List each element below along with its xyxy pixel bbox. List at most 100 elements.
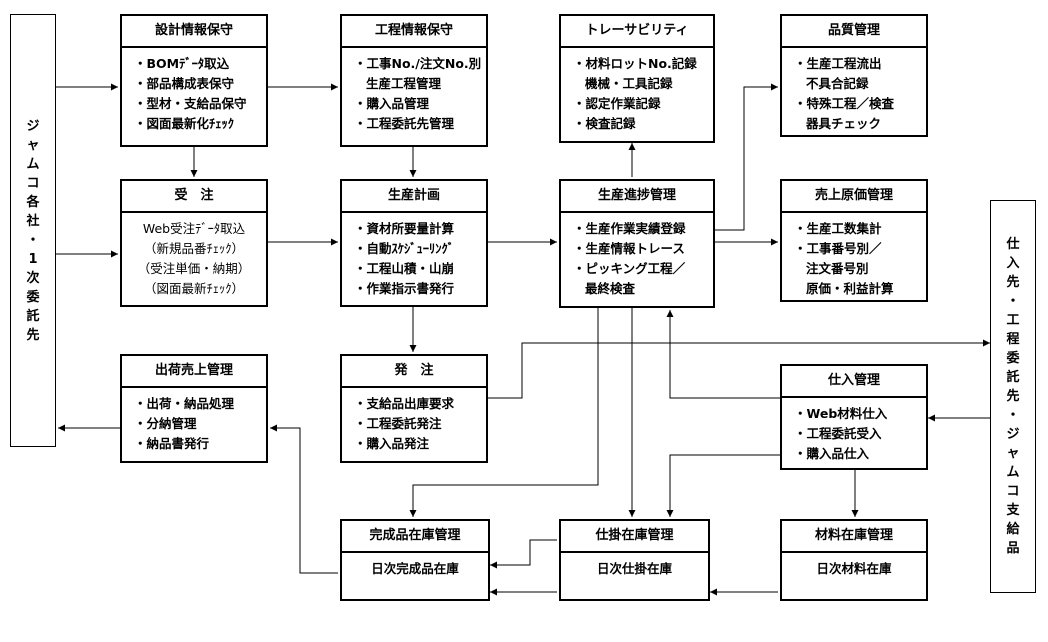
arrow-progress-to-finished [409,308,599,517]
list-item: ・工程委託先管理 [354,116,455,131]
list-item: ・部品構成表保守 [134,76,235,91]
vertical-label-char: ャ [26,137,40,153]
design-info-box: 設計情報保守 ・BOMﾃﾞｰﾀ取込 ・部品構成表保守 ・型材・支給品保守 ・図面… [120,14,268,147]
shipping-box: 出荷売上管理 ・出荷・納品処理 ・分納管理 ・納品書発行 [120,354,268,463]
purchase-order-title: 発 注 [342,356,486,388]
list-item: ・生産作業実績登録 [573,221,686,236]
vertical-label-char: コ [26,175,40,191]
material-stock-title: 材料在庫管理 [782,521,926,553]
purchase-order-box: 発 注 ・支給品出庫要求 ・工程委託発注 ・購入品発注 [340,354,488,463]
vertical-label-char: 委 [26,289,40,305]
list-item: ・納品書発行 [134,436,210,451]
production-plan-items: ・資材所要量計算 ・自動ｽｹｼﾞｭｰﾘﾝｸﾞ ・工程山積・山崩 ・作業指示書発行 [342,213,486,299]
finished-stock-items: 日次完成品在庫 [342,553,488,579]
list-item: 器具チェック [806,116,882,131]
vertical-label-char: 社 [26,213,40,229]
vertical-label-char: 程 [1006,332,1020,347]
process-info-box: 工程情報保守 ・工事No./注文No.別 生産工程管理 ・購入品管理 ・工程委託… [340,14,488,147]
list-item: 日次完成品在庫 [371,561,459,576]
cost-items: ・生産工数集計 ・工事番号別／ 注文番号別 原価・利益計算 [782,213,926,299]
process-info-title: 工程情報保守 [342,16,486,48]
arrow-finished-to-shipping [270,424,338,574]
list-item: ・特殊工程／検査 [794,96,895,111]
purchasing-items: ・Web材料仕入 ・工程委託受入 ・購入品仕入 [782,398,926,464]
list-item: ・分納管理 [134,416,197,431]
vertical-label-char: ・ [1006,294,1020,309]
wip-stock-items: 日次仕掛在庫 [561,553,708,579]
order-receipt-box: 受 注 Web受注ﾃﾞｰﾀ取込 （新規品番ﾁｪｯｸ） （受注単価・納期） （図面… [120,179,268,307]
shipping-title: 出荷売上管理 [122,356,266,388]
cost-title: 売上原価管理 [782,181,926,213]
wip-stock-box: 仕掛在庫管理 日次仕掛在庫 [559,519,710,601]
quality-items: ・生産工程流出 不具合記録 ・特殊工程／検査 器具チェック [782,48,926,134]
vertical-label-char: 託 [1006,370,1020,385]
order-receipt-items: Web受注ﾃﾞｰﾀ取込 （新規品番ﾁｪｯｸ） （受注単価・納期） （図面最新ﾁｪ… [122,213,266,299]
list-item: 不具合記録 [806,76,869,91]
list-item: 日次材料在庫 [816,561,892,576]
finished-stock-box: 完成品在庫管理 日次完成品在庫 [340,519,490,601]
list-item: ・認定作業記録 [573,96,661,111]
process-info-items: ・工事No./注文No.別 生産工程管理 ・購入品管理 ・工程委託先管理 [342,48,486,134]
vertical-label-char: 託 [26,308,40,324]
vertical-label-char: 支 [1006,503,1020,518]
list-item: ・工程山積・山崩 [354,261,455,276]
traceability-box: トレーサビリティ ・材料ロットNo.記録 機械・工具記録 ・認定作業記録 ・検査… [559,14,715,143]
list-item: ・検査記録 [573,116,636,131]
vertical-label-char: ・ [26,232,40,248]
arrow-po-to-right [488,339,990,399]
vertical-label-char: コ [1006,484,1020,499]
list-item: ・ピッキング工程／ [573,261,686,276]
arrow-purchasing-to-wip [666,454,780,517]
shipping-items: ・出荷・納品処理 ・分納管理 ・納品書発行 [122,388,266,454]
vertical-label-char: 先 [1006,389,1020,404]
list-item: ・購入品発注 [354,436,430,451]
list-item: ・工事No./注文No.別 [354,56,482,71]
traceability-items: ・材料ロットNo.記録 機械・工具記録 ・認定作業記録 ・検査記録 [561,48,713,134]
vertical-label-char: 入 [1006,256,1020,271]
vertical-label-char: 給 [1006,522,1020,537]
list-item: 日次仕掛在庫 [596,561,672,576]
arrow-wip-up-to-finished [490,539,557,569]
vertical-label-char: 1 [28,251,38,267]
list-item: ・型材・支給品保守 [134,96,247,111]
list-item: ・生産工数集計 [794,221,882,236]
progress-items: ・生産作業実績登録 ・生産情報トレース ・ピッキング工程／ 最終検査 [561,213,713,299]
list-item: 最終検査 [585,281,636,296]
vertical-label-char: 先 [1006,275,1020,290]
list-item: ・資材所要量計算 [354,221,455,236]
traceability-title: トレーサビリティ [561,16,713,48]
vertical-label-char: ム [26,156,40,172]
list-item: ・出荷・納品処理 [134,396,235,411]
list-item: ・BOMﾃﾞｰﾀ取込 [134,56,230,71]
list-item: 生産工程管理 [366,76,442,91]
design-info-items: ・BOMﾃﾞｰﾀ取込 ・部品構成表保守 ・型材・支給品保守 ・図面最新化ﾁｪｯｸ [122,48,266,134]
design-info-title: 設計情報保守 [122,16,266,48]
list-item: ・支給品出庫要求 [354,396,455,411]
purchase-order-items: ・支給品出庫要求 ・工程委託発注 ・購入品発注 [342,388,486,454]
production-plan-box: 生産計画 ・資材所要量計算 ・自動ｽｹｼﾞｭｰﾘﾝｸﾞ ・工程山積・山崩 ・作業… [340,179,488,307]
wip-stock-title: 仕掛在庫管理 [561,521,708,553]
purchasing-box: 仕入管理 ・Web材料仕入 ・工程委託受入 ・購入品仕入 [780,364,928,470]
list-item: （受注単価・納期） [137,261,251,276]
list-item: ・生産工程流出 [794,56,882,71]
vertical-label-char: ジ [26,118,40,134]
list-item: ・工程委託発注 [354,416,442,431]
list-item: 注文番号別 [806,261,869,276]
arrow-progress-to-quality [715,83,778,231]
list-item: 原価・利益計算 [806,281,894,296]
material-stock-items: 日次材料在庫 [782,553,926,579]
vertical-label-char: 各 [26,194,40,210]
list-item: ・材料ロットNo.記録 [573,56,697,71]
quality-title: 品質管理 [782,16,926,48]
progress-title: 生産進捗管理 [561,181,713,213]
purchasing-title: 仕入管理 [782,366,926,398]
quality-box: 品質管理 ・生産工程流出 不具合記録 ・特殊工程／検査 器具チェック [780,14,928,137]
list-item: ・生産情報トレース [573,241,685,256]
material-stock-box: 材料在庫管理 日次材料在庫 [780,519,928,601]
list-item: ・購入品仕入 [794,446,870,461]
list-item: ・工程委託受入 [794,426,882,441]
finished-stock-title: 完成品在庫管理 [342,521,488,553]
list-item: ・自動ｽｹｼﾞｭｰﾘﾝｸﾞ [354,241,455,256]
list-item: ・図面最新化ﾁｪｯｸ [134,116,235,131]
suppliers-entity: 仕入先・工程委託先・ジャムコ支給品 [990,200,1036,593]
